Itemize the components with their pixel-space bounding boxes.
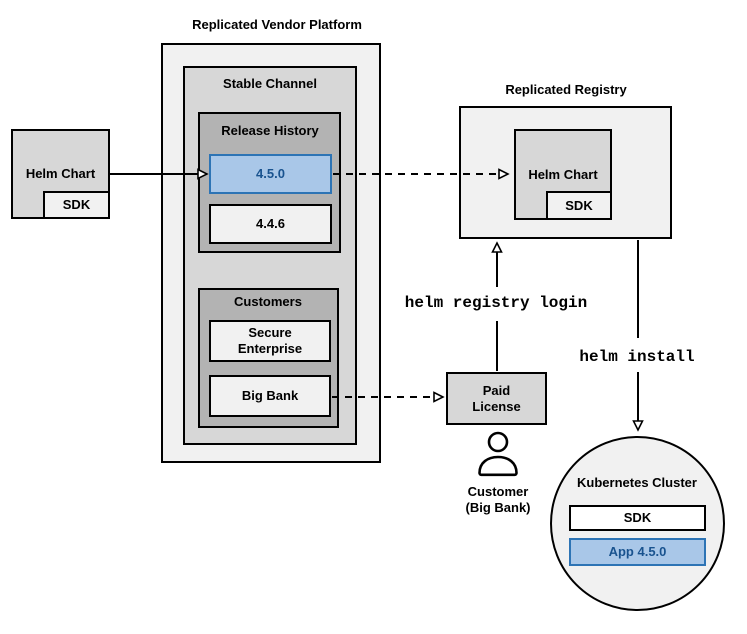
kubernetes-sdk-box: SDK: [569, 505, 706, 531]
kubernetes-sdk-label: SDK: [623, 510, 652, 526]
stable-channel-title: Stable Channel: [223, 76, 317, 92]
release-4-5-0-box: 4.5.0: [209, 154, 332, 194]
customer-label: Customer (Big Bank): [465, 484, 531, 515]
registry-sdk-label: SDK: [565, 197, 593, 213]
customer-secure-enterprise-box: Secure Enterprise: [209, 320, 331, 362]
command-helm-install-label: helm install: [579, 348, 695, 366]
registry-title: Replicated Registry: [505, 82, 627, 98]
vendor-platform-title: Replicated Vendor Platform: [192, 17, 362, 33]
helm-chart-source-sdk-label: SDK: [62, 197, 91, 213]
command-helm-registry-login-label: helm registry login: [404, 294, 588, 312]
registry-helm-chart-label: Helm Chart: [528, 166, 598, 182]
customer-icon: [478, 431, 518, 477]
customer-big-bank-label: Big Bank: [241, 388, 299, 404]
customers-title: Customers: [234, 294, 302, 310]
paid-license-label: Paid License: [472, 382, 521, 414]
kubernetes-cluster-title: Kubernetes Cluster: [577, 475, 697, 491]
paid-license-box: Paid License: [446, 372, 547, 425]
helm-chart-source-sdk-box: SDK: [43, 191, 110, 219]
registry-sdk-box: SDK: [546, 191, 612, 220]
release-4-4-6-box: 4.4.6: [209, 204, 332, 244]
release-history-title: Release History: [221, 123, 319, 139]
kubernetes-app-label: App 4.5.0: [608, 544, 667, 560]
kubernetes-app-box: App 4.5.0: [569, 538, 706, 566]
release-4-5-0-label: 4.5.0: [256, 166, 285, 182]
helm-chart-source-label: Helm Chart: [25, 166, 96, 182]
customer-big-bank-box: Big Bank: [209, 375, 331, 417]
customer-secure-enterprise-label: Secure Enterprise: [237, 325, 303, 356]
release-4-4-6-label: 4.4.6: [256, 216, 285, 232]
